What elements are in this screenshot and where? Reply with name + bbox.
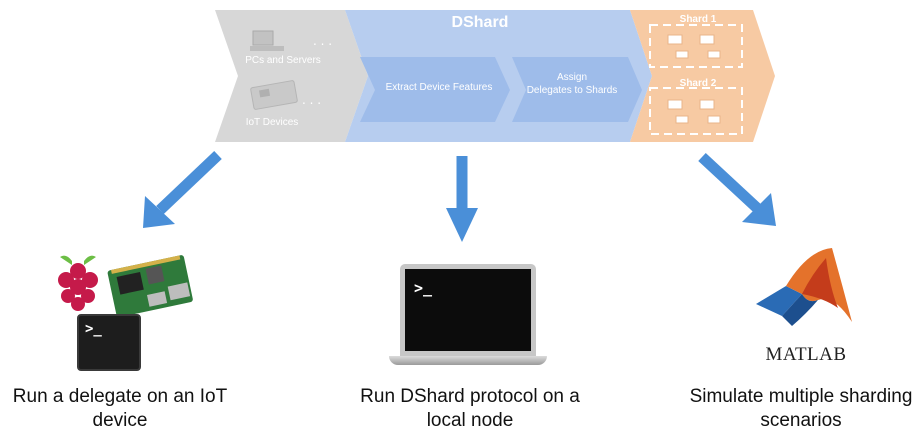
raspberry-pi-logo-icon [58,255,98,311]
iot-terminal-prompt: >_ [85,321,102,337]
assign-delegates-label: Assign Delegates to Shards [516,72,628,97]
pc-server-icon [250,30,284,51]
laptop-screen: >_ [400,264,536,356]
matlab-wordmark: MATLAB [765,344,847,365]
pipeline-diagram: . . . . . . [215,10,775,142]
shard-1-devices [667,34,721,59]
local-caption-line2: local node [426,409,514,431]
matlab-caption-line2: scenarios [760,409,842,431]
matlab-caption-line1: Simulate multiple sharding [689,386,913,407]
arrow-to-iot-head [143,196,175,228]
arrow-to-matlab-head [742,193,776,226]
matlab-caption: Simulate multiple sharding scenarios [686,385,916,433]
shards-stage-chevron [630,10,775,142]
assign-delegates-line2: Delegates to Shards [526,84,618,96]
pc-ellipsis: . . . [313,34,332,48]
shard-1-box [649,24,743,68]
shard-2-box [649,87,743,135]
arrow-to-local-head [446,208,478,242]
iot-caption-line2: device [92,409,148,431]
iot-terminal-window: >_ [77,314,141,371]
laptop-base [389,356,547,365]
matlab-membrane-logo-icon [756,248,852,326]
shard-1-label: Shard 1 [679,14,717,25]
assign-delegates-line1: Assign [556,72,587,83]
iot-devices-label: IoT Devices [245,117,299,128]
shard-2-devices [667,99,721,124]
extract-features-chevron [360,57,510,122]
iot-ellipsis: . . . [302,93,321,107]
raspberry-pi-board-icon [107,255,193,318]
iot-caption: Run a delegate on an IoT device [10,385,230,433]
arrow-to-iot-shaft [156,151,222,214]
pcs-servers-label: PCs and Servers [245,55,321,66]
dshard-title: DShard [451,14,509,31]
iot-caption-line1: Run a delegate on an IoT [12,386,228,407]
arrow-to-matlab-shaft [698,152,761,213]
shard-2-label: Shard 2 [679,78,717,89]
assign-delegates-chevron [512,57,642,122]
extract-features-label: Extract Device Features [385,82,493,93]
local-caption: Run DShard protocol on a local node [355,385,585,433]
laptop-terminal-prompt: >_ [414,279,433,297]
iot-board-icon [250,80,298,110]
local-caption-line1: Run DShard protocol on a [360,386,580,407]
